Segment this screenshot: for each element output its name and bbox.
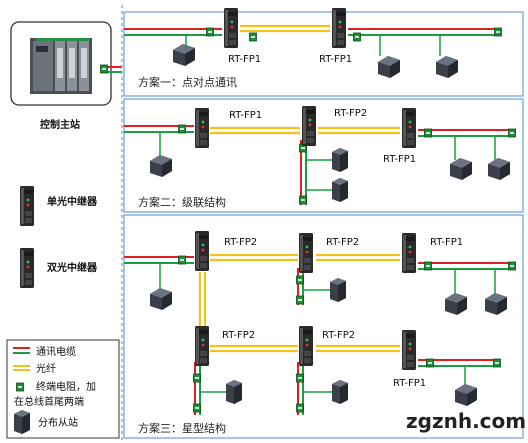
legend-fiber-label: 光纤 — [36, 362, 56, 375]
scheme1-title: 方案一：点对点通讯 — [138, 75, 237, 89]
scheme2-title: 方案二：级联结构 — [138, 195, 226, 209]
scheme3-repeater-f-label: RT-FP1 — [393, 378, 426, 389]
legend-slave-label: 分布从站 — [38, 416, 78, 429]
scheme2-repeater-b-label: RT-FP2 — [334, 108, 367, 119]
dual-repeater-label: 双光中继器 — [47, 261, 98, 274]
legend-terminator-label-2: 在总线首尾两端 — [14, 395, 84, 408]
scheme3-repeater-c — [402, 233, 416, 273]
watermark: zgznh.com — [406, 409, 526, 433]
scheme2-frame — [123, 98, 524, 213]
scheme2-repeater-c — [402, 108, 416, 148]
scheme2-slave-branch-1 — [332, 148, 348, 172]
scheme2-panel: RT-FP1 RT-FP2 RT-FP1 方案二：级联结构 — [123, 98, 524, 213]
scheme3-panel: RT-FP2 RT-FP2 RT-FP1 RT-FP2 RT-FP2 RT-FP… — [123, 214, 524, 439]
dual-repeater-legend-icon — [20, 248, 34, 288]
left-panel: 控制主站 单光中继器 双光中继器 通讯电缆 光纤 终端电阻，加 在总线首尾两端 … — [6, 21, 122, 439]
scheme3-title: 方案三：星型结构 — [138, 421, 226, 435]
single-repeater-label: 单光中继器 — [47, 195, 98, 208]
scheme3-repeater-a-label: RT-FP2 — [224, 237, 257, 248]
scheme3-slave-top-branch — [330, 278, 346, 302]
scheme2-repeater-c-label: RT-FP1 — [383, 154, 416, 165]
scheme2-repeater-a-label: RT-FP1 — [229, 110, 262, 121]
scheme3-repeater-f — [402, 330, 416, 370]
plc-icon — [30, 38, 92, 94]
scheme2-repeater-b — [302, 106, 316, 146]
legend: 通讯电缆 光纤 终端电阻，加 在总线首尾两端 分布从站 — [6, 339, 120, 439]
scheme1-repeater-a-label: RT-FP1 — [228, 54, 261, 65]
scheme3-repeater-d — [195, 326, 209, 366]
scheme1-repeater-a — [224, 8, 238, 48]
scheme3-repeater-a — [195, 231, 209, 271]
legend-terminator-label-1: 终端电阻，加 — [36, 380, 96, 393]
master-station-label: 控制主站 — [40, 118, 80, 131]
scheme3-repeater-b — [299, 233, 313, 273]
scheme3-slave-bl-branch — [226, 380, 242, 404]
single-repeater-legend-icon — [20, 186, 34, 226]
scheme2-repeater-a — [195, 108, 209, 148]
legend-cable-label: 通讯电缆 — [36, 345, 76, 358]
scheme3-repeater-b-label: RT-FP2 — [326, 237, 359, 248]
scheme3-repeater-e-label: RT-FP2 — [322, 330, 355, 341]
scheme2-slave-branch-2 — [332, 178, 348, 202]
scheme3-slave-bm-branch — [332, 380, 348, 404]
terminator-legend-icon — [16, 382, 24, 392]
scheme3-repeater-d-label: RT-FP2 — [222, 330, 255, 341]
scheme3-repeater-e — [299, 326, 313, 366]
scheme1-repeater-b — [332, 8, 346, 48]
scheme1-repeater-b-label: RT-FP1 — [319, 54, 352, 65]
scheme1-panel: RT-FP1 RT-FP1 方案一：点对点通讯 — [123, 8, 524, 97]
scheme3-repeater-c-label: RT-FP1 — [430, 237, 463, 248]
master-connectors — [100, 64, 122, 74]
slave-legend-icon — [14, 410, 30, 434]
